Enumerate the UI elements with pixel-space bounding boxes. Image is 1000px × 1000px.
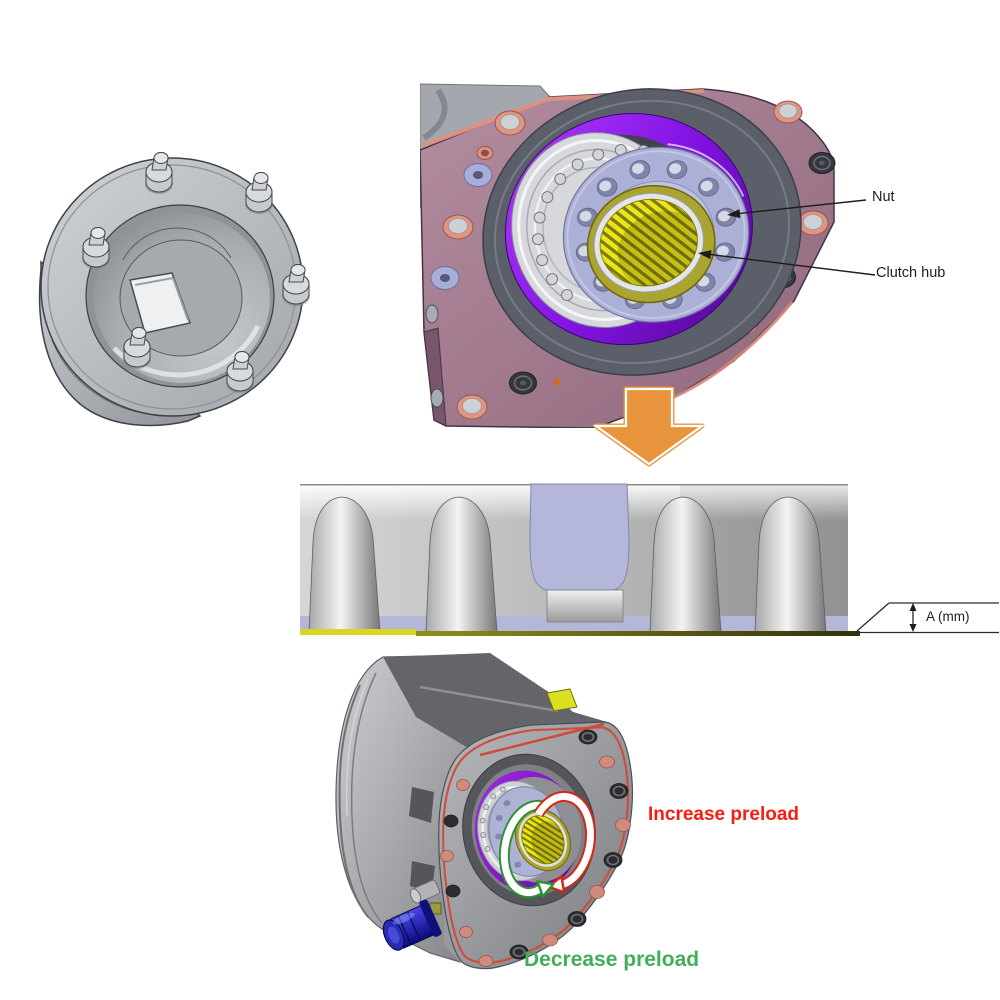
plug-bolt xyxy=(509,371,537,395)
drive-pins xyxy=(82,152,310,393)
rollers xyxy=(479,786,506,852)
ccw-arrowhead xyxy=(536,880,555,898)
plug-bolt xyxy=(808,152,836,174)
section-pins xyxy=(308,496,827,633)
salmon-bore xyxy=(797,210,829,236)
clutch-hub-label: Clutch hub xyxy=(876,265,946,281)
square-drive-hole xyxy=(129,272,191,334)
bearing-recess xyxy=(482,88,802,376)
salmon-bore xyxy=(494,110,526,136)
body-pocket xyxy=(409,787,434,823)
gap-dimension-label: A (mm) xyxy=(926,609,970,624)
actuator-figure xyxy=(335,653,633,970)
nut-label: Nut xyxy=(872,189,895,205)
plate-bolts xyxy=(440,729,631,967)
blue-plug xyxy=(382,899,442,951)
decrease-preload-label: Decrease preload xyxy=(524,948,700,971)
washer-bolt xyxy=(463,163,493,187)
clutch-assembly-figure xyxy=(420,83,836,428)
salmon-bore xyxy=(456,394,488,420)
top-face xyxy=(383,653,607,755)
clutch-hub-leader-line xyxy=(708,253,876,276)
hub-face-shadow xyxy=(416,631,860,636)
leader-lines xyxy=(708,199,876,276)
washer-bolt xyxy=(430,266,460,290)
salmon-bore xyxy=(773,100,803,124)
clutch-hub-part xyxy=(513,808,573,872)
salmon-bore-small xyxy=(476,146,494,160)
yellow-shim xyxy=(546,688,578,712)
salmon-bore xyxy=(442,214,474,240)
clutch-hub-part xyxy=(586,185,716,304)
red-gasket-top xyxy=(479,722,605,757)
center-pin xyxy=(546,589,624,623)
cw-rotation-arrow-icon xyxy=(533,791,597,894)
hub-face-yellow xyxy=(300,629,416,635)
nut-leader-line xyxy=(735,199,867,215)
increase-preload-label: Increase preload xyxy=(648,804,800,825)
gray-stub xyxy=(409,879,441,904)
leader-arrowheads xyxy=(698,209,741,260)
socket-tool-figure xyxy=(38,152,310,427)
orange-dot xyxy=(553,378,561,386)
dimension-arrowheads xyxy=(909,603,917,632)
cross-section-figure xyxy=(300,483,860,636)
nut-column xyxy=(529,483,630,623)
flow-arrow-down-icon xyxy=(592,386,706,467)
ccw-rotation-arrow-icon xyxy=(498,799,548,899)
